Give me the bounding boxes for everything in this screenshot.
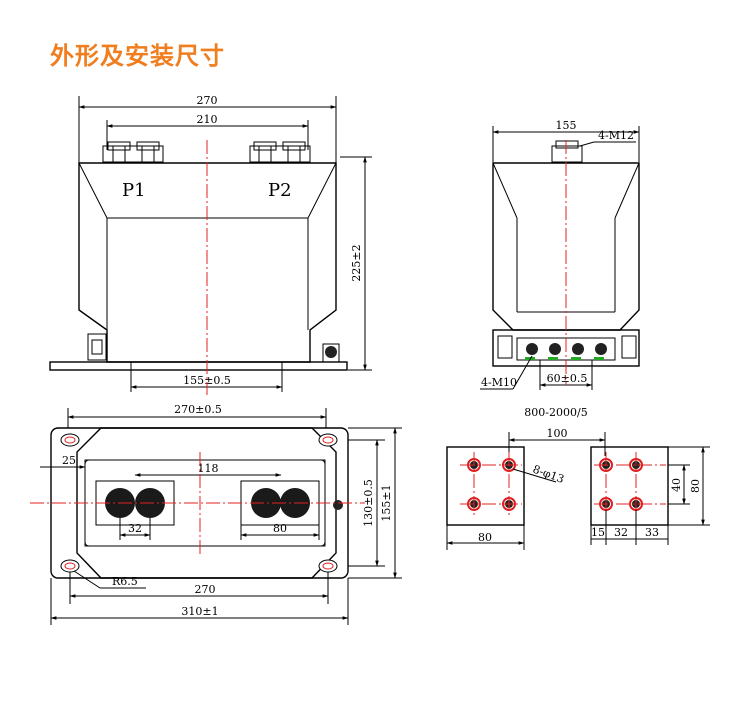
plate-dim-100: 100	[547, 427, 568, 440]
plate-dim-80-right: 80	[689, 479, 702, 493]
side-dim-155: 155	[556, 119, 577, 132]
plate-dim-40: 40	[670, 478, 683, 492]
top-dim-32: 32	[128, 522, 142, 535]
side-bolt-top: 4-M12	[598, 129, 634, 142]
mounting-slots	[60, 433, 338, 573]
top-dim-270: 270±0.5	[174, 403, 222, 416]
plate-dim-33: 33	[645, 526, 659, 539]
terminal-label-p2: P2	[268, 180, 292, 201]
top-dim-310: 310±1	[181, 605, 218, 618]
terminal-group-left	[102, 141, 164, 163]
plate-dim-80-left: 80	[478, 531, 492, 544]
terminal-label-p1: P1	[122, 180, 146, 201]
top-dim-155: 155±1	[380, 484, 393, 521]
side-view: 155 4-M12 60	[480, 119, 640, 419]
terminal-group-right	[249, 141, 311, 163]
top-dim-270-bottom: 270	[195, 583, 216, 596]
plate-dim-32: 32	[614, 526, 628, 539]
top-dim-130: 130±0.5	[362, 479, 375, 527]
front-view: 270 210 P1 P2	[49, 94, 372, 395]
top-dim-118: 118	[198, 462, 219, 475]
front-dim-height: 225±2	[350, 244, 363, 281]
plate-holes-label: 8-φ13	[531, 463, 566, 486]
side-bolt-bottom: 4-M10	[481, 376, 517, 389]
terminal-plates: 100 8-φ13 80	[446, 427, 710, 550]
page-title: 外形及安装尺寸	[50, 42, 225, 70]
top-dim-80: 80	[273, 522, 287, 535]
top-dim-25: 25	[62, 454, 76, 467]
left-plate-holes	[467, 458, 516, 511]
ratio-label: 800-2000/5	[524, 406, 587, 419]
top-radius: R6.5	[112, 575, 138, 588]
front-dim-210: 210	[197, 113, 218, 126]
side-bolt-markers	[525, 343, 607, 360]
top-view: 270±0.5 25	[30, 403, 402, 625]
side-dim-bolt-spacing: 60±0.5	[547, 372, 588, 385]
plate-dim-15: 15	[591, 526, 605, 539]
front-dim-base-spacing: 155±0.5	[183, 374, 231, 387]
front-dim-270: 270	[197, 94, 218, 107]
